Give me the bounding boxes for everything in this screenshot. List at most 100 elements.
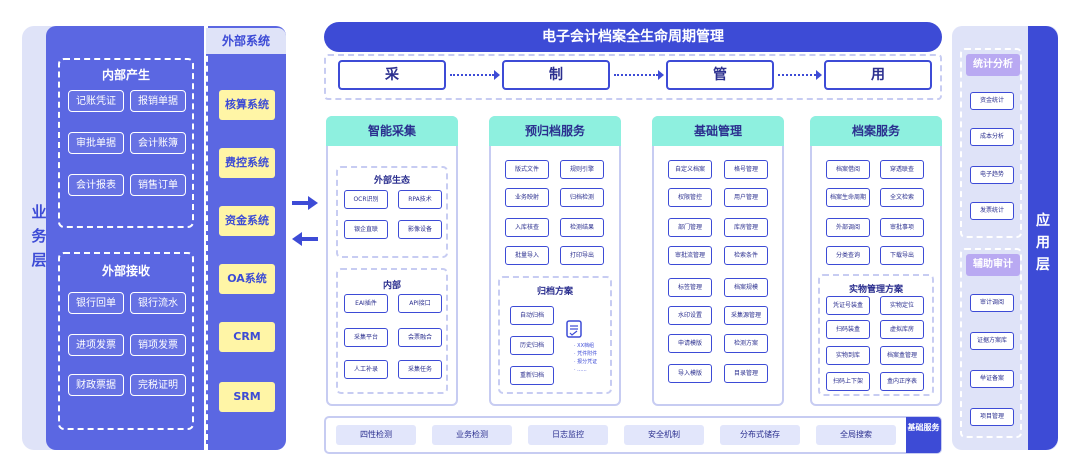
external-system-item[interactable]: 资金系统 <box>219 206 275 236</box>
base-management-chip[interactable]: 目录管理 <box>724 364 768 383</box>
pre-archive-chip[interactable]: 规则引擎 <box>560 160 604 179</box>
collection-chip[interactable]: 人工补录 <box>344 360 388 379</box>
base-service-chip[interactable]: 分布式储存 <box>720 425 800 445</box>
base-management-chip[interactable]: 标签管理 <box>668 278 712 297</box>
audit-chip[interactable]: 审计调阅 <box>970 294 1014 312</box>
statistics-chip[interactable]: 发票统计 <box>970 202 1014 220</box>
pre-archive-chip[interactable]: 打印导出 <box>560 246 604 265</box>
physical-chip[interactable]: 盒内正序表 <box>880 372 924 391</box>
base-management-chip[interactable]: 自定义档案 <box>668 160 712 179</box>
archive-scheme-chip[interactable]: 重新归档 <box>510 366 554 385</box>
physical-chip[interactable]: 档案盒管理 <box>880 346 924 365</box>
collection-chip[interactable]: 银企直联 <box>344 220 388 239</box>
statistics-chip[interactable]: 电子趋势 <box>970 166 1014 184</box>
archive-service-chip[interactable]: 分类查询 <box>826 246 870 265</box>
external-item[interactable]: 进项发票 <box>68 334 124 356</box>
external-system-item[interactable]: 核算系统 <box>219 90 275 120</box>
archive-scheme-chip[interactable]: 自动归档 <box>510 306 554 325</box>
physical-chip[interactable]: 凭证号装盒 <box>826 296 870 315</box>
external-system-item[interactable]: 费控系统 <box>219 148 275 178</box>
stage-produce[interactable]: 制 <box>502 60 610 90</box>
external-system-item[interactable]: CRM <box>219 322 275 352</box>
stage-connector <box>614 74 658 76</box>
external-item[interactable]: 银行流水 <box>130 292 186 314</box>
base-management-chip[interactable]: 检测方案 <box>724 334 768 353</box>
internal-item[interactable]: 销售订单 <box>130 174 186 196</box>
collection-chip[interactable]: RPA技术 <box>398 190 442 209</box>
external-system-item[interactable]: OA系统 <box>219 264 275 294</box>
lifecycle-title: 电子会计档案全生命周期管理 <box>324 22 942 52</box>
internal-item[interactable]: 会计报表 <box>68 174 124 196</box>
base-management-chip[interactable]: 审批流管理 <box>668 246 712 265</box>
archive-service-chip[interactable]: 审批事项 <box>880 218 924 237</box>
base-management-chip[interactable]: 权限管控 <box>668 188 712 207</box>
external-system-item[interactable]: SRM <box>219 382 275 412</box>
stage-collect[interactable]: 采 <box>338 60 446 90</box>
external-receive-box: 外部接收 <box>58 252 194 430</box>
statistics-title: 统计分析 <box>966 54 1020 76</box>
collection-chip[interactable]: 会票融合 <box>398 328 442 347</box>
internal-item[interactable]: 会计账簿 <box>130 132 186 154</box>
external-item[interactable]: 银行回单 <box>68 292 124 314</box>
external-eco-box <box>336 166 448 258</box>
external-item[interactable]: 财政票据 <box>68 374 124 396</box>
pre-archive-chip[interactable]: 检测结果 <box>560 218 604 237</box>
archive-service-chip[interactable]: 穿透联查 <box>880 160 924 179</box>
stage-use[interactable]: 用 <box>824 60 932 90</box>
collection-chip[interactable]: 采集平台 <box>344 328 388 347</box>
archive-scheme-chip[interactable]: 历史归档 <box>510 336 554 355</box>
base-service-chip[interactable]: 全局搜索 <box>816 425 896 445</box>
collection-chip[interactable]: 影像设备 <box>398 220 442 239</box>
base-service-chip[interactable]: 业务检测 <box>432 425 512 445</box>
base-management-chip[interactable]: 用户管理 <box>724 188 768 207</box>
internal-item[interactable]: 记账凭证 <box>68 90 124 112</box>
internal-item[interactable]: 审批单据 <box>68 132 124 154</box>
base-management-chip[interactable]: 检索条件 <box>724 246 768 265</box>
internal-item[interactable]: 报销单据 <box>130 90 186 112</box>
external-item[interactable]: 完税证明 <box>130 374 186 396</box>
pre-archive-chip[interactable]: 归档检测 <box>560 188 604 207</box>
smart-collection-title: 智能采集 <box>326 116 458 146</box>
base-management-chip[interactable]: 库房管理 <box>724 218 768 237</box>
statistics-chip[interactable]: 资金统计 <box>970 92 1014 110</box>
business-layer-panel <box>46 26 204 450</box>
audit-chip[interactable]: 项目管理 <box>970 408 1014 426</box>
base-management-chip[interactable]: 档案规模 <box>724 278 768 297</box>
internal-collection-title: 内部 <box>382 281 401 291</box>
archive-service-chip[interactable]: 外部调阅 <box>826 218 870 237</box>
pre-archive-chip[interactable]: 入库核查 <box>505 218 549 237</box>
audit-chip[interactable]: 证据方案库 <box>970 332 1014 350</box>
base-service-chip[interactable]: 四性检测 <box>336 425 416 445</box>
physical-chip[interactable]: 实物到库 <box>826 346 870 365</box>
audit-chip[interactable]: 举证备案 <box>970 370 1014 388</box>
base-management-chip[interactable]: 格号管理 <box>724 160 768 179</box>
pre-archive-chip[interactable]: 批量导入 <box>505 246 549 265</box>
collection-chip[interactable]: API接口 <box>398 294 442 313</box>
external-item[interactable]: 销项发票 <box>130 334 186 356</box>
base-management-chip[interactable]: 采集源管理 <box>724 306 768 325</box>
archive-service-chip[interactable]: 下载导出 <box>880 246 924 265</box>
base-management-chip[interactable]: 部门管理 <box>668 218 712 237</box>
collection-chip[interactable]: EAI插件 <box>344 294 388 313</box>
physical-chip[interactable]: 实物定位 <box>880 296 924 315</box>
base-service-chip[interactable]: 日志监控 <box>528 425 608 445</box>
statistics-chip[interactable]: 成本分析 <box>970 128 1014 146</box>
physical-chip[interactable]: 虚拟库房 <box>880 320 924 339</box>
base-management-chip[interactable]: 导入模版 <box>668 364 712 383</box>
base-management-chip[interactable]: 水印设置 <box>668 306 712 325</box>
pre-archive-chip[interactable]: 业务映射 <box>505 188 549 207</box>
archive-scheme-title: 归档方案 <box>536 287 573 297</box>
base-management-chip[interactable]: 申请模版 <box>668 334 712 353</box>
external-receive-title: 外部接收 <box>101 264 150 278</box>
physical-management-title: 实物管理方案 <box>848 285 903 295</box>
physical-chip[interactable]: 扫码上下架 <box>826 372 870 391</box>
collection-chip[interactable]: 采集任务 <box>398 360 442 379</box>
base-service-chip[interactable]: 安全机制 <box>624 425 704 445</box>
collection-chip[interactable]: OCR识别 <box>344 190 388 209</box>
physical-chip[interactable]: 扫码装盒 <box>826 320 870 339</box>
archive-service-chip[interactable]: 档案借阅 <box>826 160 870 179</box>
stage-manage[interactable]: 管 <box>666 60 774 90</box>
pre-archive-chip[interactable]: 版式文件 <box>505 160 549 179</box>
archive-service-chip[interactable]: 档案生命周期 <box>826 188 870 207</box>
archive-service-chip[interactable]: 全文检索 <box>880 188 924 207</box>
